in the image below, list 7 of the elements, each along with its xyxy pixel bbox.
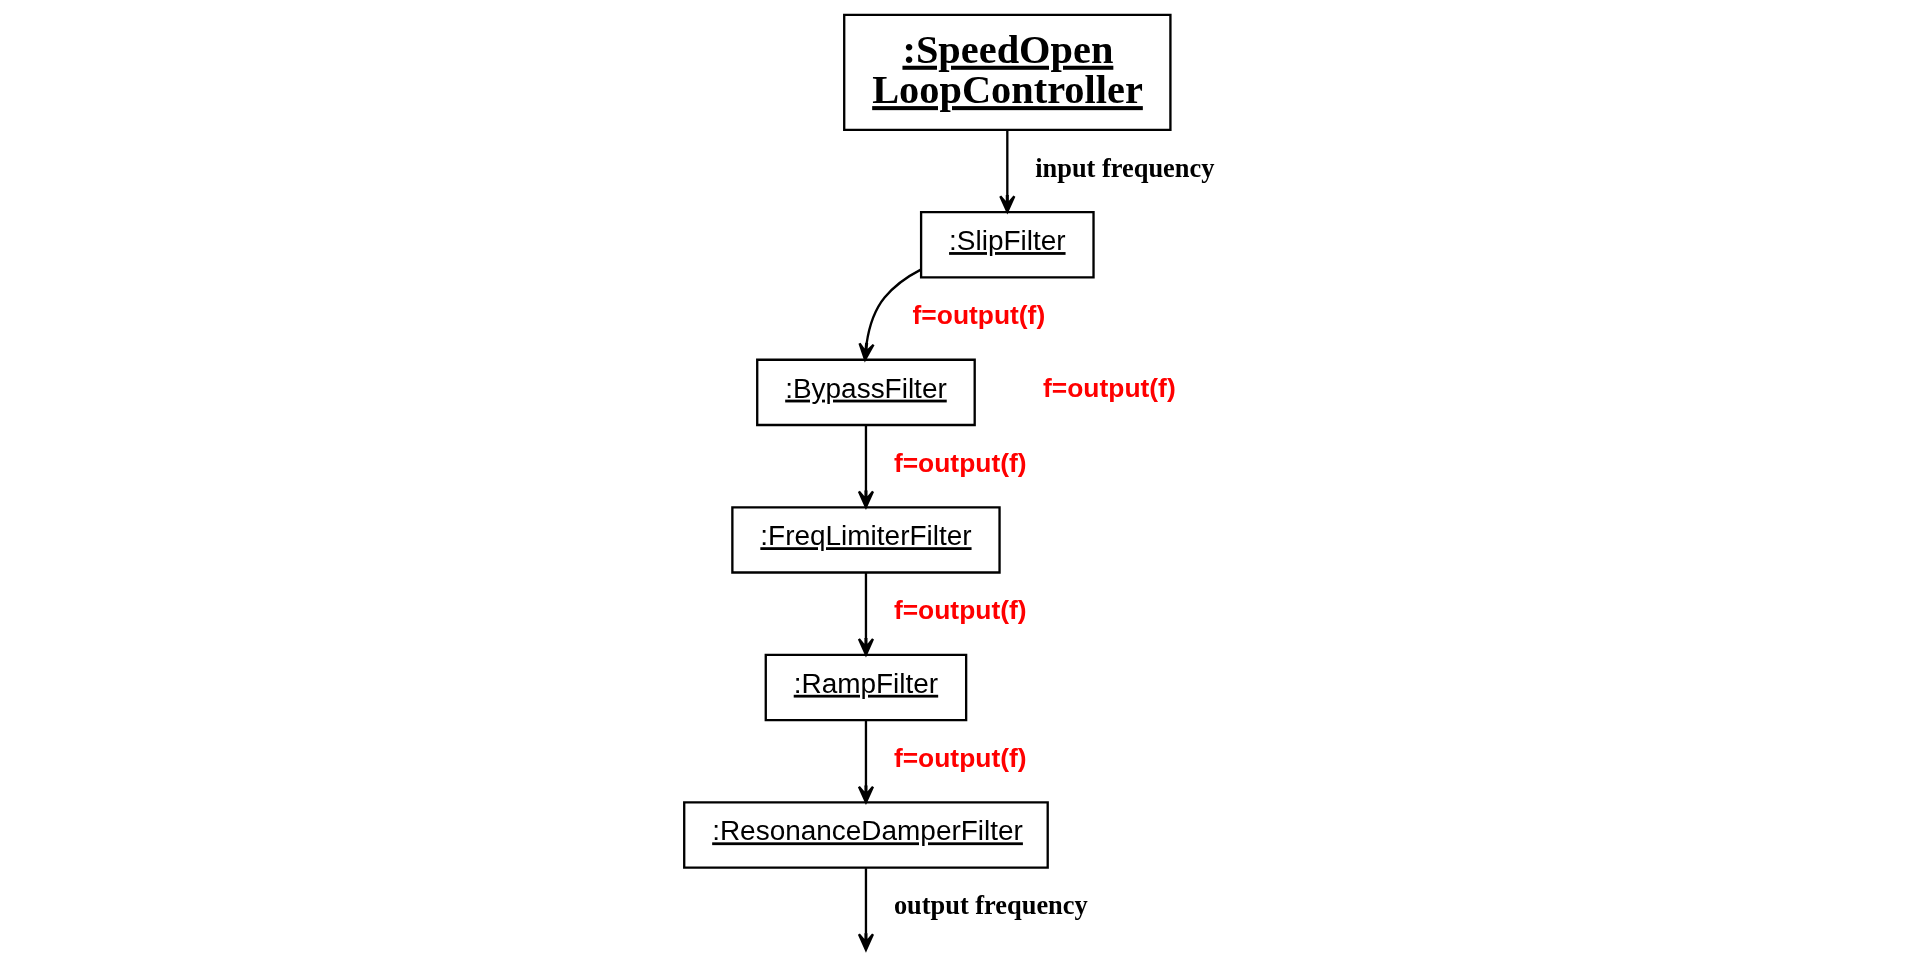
- edge-label: input frequency: [1034, 152, 1214, 183]
- edge-label: f=output(f): [893, 595, 1027, 626]
- edge-label: f=output(f): [912, 300, 1045, 331]
- edge-label: f=output(f): [893, 742, 1027, 773]
- edge-label: output frequency: [893, 890, 1088, 921]
- edge-label: f=output(f): [893, 447, 1027, 478]
- label: f=output(f): [1042, 373, 1176, 404]
